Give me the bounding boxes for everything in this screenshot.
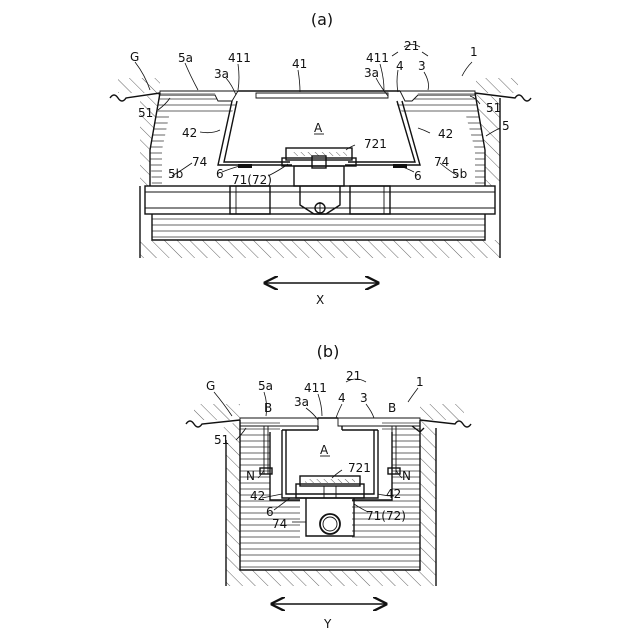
- label-42-right-a: 42: [438, 127, 453, 141]
- label-1-a: 1: [470, 45, 478, 59]
- label-A-a: A: [314, 121, 323, 135]
- label-3-b: 3: [360, 391, 368, 405]
- label-721-a: 721: [364, 137, 387, 151]
- label-3a-right-a: 3a: [364, 66, 379, 80]
- label-51-b: 51: [214, 433, 229, 447]
- ground-surface-b: [186, 404, 471, 427]
- y-direction-arrow: Y: [272, 604, 386, 631]
- label-5a-a: 5a: [178, 51, 193, 65]
- label-4-a: 4: [396, 59, 404, 73]
- label-B-right-b: B: [388, 401, 396, 415]
- label-1-b: 1: [416, 375, 424, 389]
- label-21-a: 21: [404, 39, 419, 53]
- label-74-right-a: 74: [434, 155, 449, 169]
- label-21-b: 21: [346, 369, 361, 383]
- label-51-left-a: 51: [138, 106, 153, 120]
- label-Y: Y: [323, 617, 332, 631]
- figure-a-caption: (a): [311, 10, 333, 29]
- labels-a: G 5a 411 3a 41 411 3a 4 3 21 1 51 51 5 4…: [130, 39, 510, 187]
- label-5b-left-a: 5b: [168, 167, 183, 181]
- label-4-b: 4: [338, 391, 346, 405]
- label-3a-left-a: 3a: [214, 67, 229, 81]
- label-X: X: [316, 293, 324, 307]
- label-6-left-a: 6: [216, 167, 224, 181]
- label-51-right-a: 51: [486, 101, 501, 115]
- bolts-b: [260, 426, 400, 474]
- label-N-right-b: N: [402, 469, 411, 483]
- label-ground-b: G: [206, 379, 215, 393]
- label-6-right-a: 6: [414, 169, 422, 183]
- label-A-b: A: [320, 443, 329, 457]
- label-N-left-b: N: [246, 469, 255, 483]
- label-5b-right-a: 5b: [452, 167, 467, 181]
- figure-a: (a): [110, 10, 531, 307]
- label-ground-a: G: [130, 50, 139, 64]
- label-3-a: 3: [418, 59, 426, 73]
- figure-b: (b): [186, 342, 471, 631]
- label-5a-b: 5a: [258, 379, 273, 393]
- fitting-a: [282, 148, 356, 214]
- label-74-left-a: 74: [192, 155, 207, 169]
- x-direction-arrow: X: [265, 283, 378, 307]
- label-5-a: 5: [502, 119, 510, 133]
- label-42-left-b: 42: [250, 489, 265, 503]
- label-721-b: 721: [348, 461, 371, 475]
- label-411-b: 411: [304, 381, 327, 395]
- label-411-left-a: 411: [228, 51, 251, 65]
- label-74-b: 74: [272, 517, 287, 531]
- label-71-72-b: 71(72): [366, 509, 406, 523]
- label-41-a: 41: [292, 57, 307, 71]
- label-71-72-a: 71(72): [232, 173, 272, 187]
- label-3a-b: 3a: [294, 395, 309, 409]
- fitting-b: [296, 476, 364, 536]
- figure-b-caption: (b): [317, 342, 340, 361]
- label-B-left-b: B: [264, 401, 272, 415]
- label-42-right-b: 42: [386, 487, 401, 501]
- label-411-right-a: 411: [366, 51, 389, 65]
- label-42-left-a: 42: [182, 126, 197, 140]
